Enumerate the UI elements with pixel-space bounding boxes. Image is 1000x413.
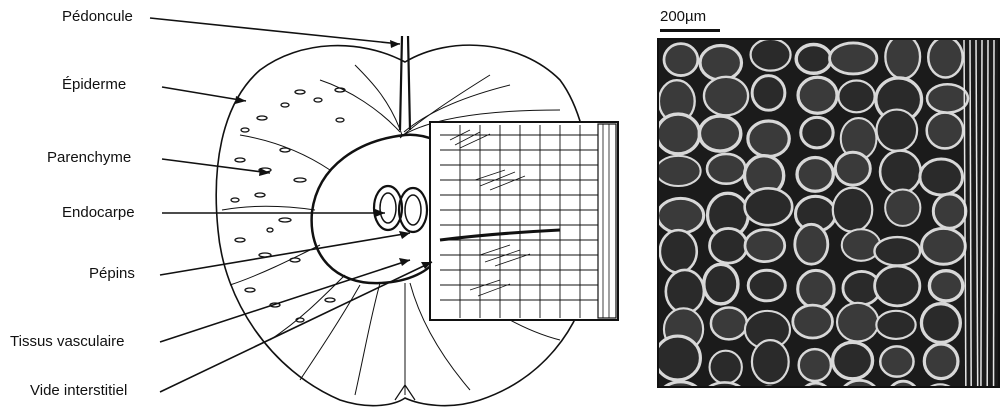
micrograph-cell <box>748 270 785 301</box>
micrograph-cell <box>659 336 700 380</box>
micrograph-cell <box>798 77 837 113</box>
micrograph-epidermis-line <box>987 40 988 388</box>
micrograph-cell <box>877 110 918 151</box>
micrograph-cell <box>880 346 913 376</box>
micrograph-cell <box>921 304 960 343</box>
micrograph-cell <box>875 266 920 306</box>
micrograph-cell <box>702 382 747 388</box>
micrograph-cell <box>751 40 791 71</box>
micrograph-cell <box>666 270 704 313</box>
arrowheads <box>235 40 432 269</box>
micrograph-cell <box>699 116 740 151</box>
apple-cross-section-diagram <box>0 0 640 413</box>
micrograph-cell <box>752 76 785 111</box>
micrograph-cell <box>745 230 785 262</box>
micrograph-cell <box>795 224 828 264</box>
micrograph-cell <box>745 188 793 225</box>
micrograph-cell <box>801 117 833 147</box>
micrograph-cell <box>833 188 872 232</box>
micrograph-cell <box>797 158 833 192</box>
micrograph-cell <box>660 230 697 273</box>
micrograph-cell <box>833 342 873 379</box>
micrograph-cell <box>927 113 963 149</box>
micrograph-cells <box>659 40 1000 388</box>
micrograph-cell <box>711 307 747 339</box>
micrograph-cell <box>830 43 877 74</box>
micrograph-cell <box>704 264 738 304</box>
scale-label: 200µm <box>660 8 706 25</box>
micrograph-cell <box>798 270 834 307</box>
micrograph-cell <box>920 159 963 195</box>
micrograph-cell <box>664 44 698 76</box>
micrograph-cell <box>929 271 962 301</box>
micrograph-cell <box>838 80 874 112</box>
stem <box>400 36 410 130</box>
micrograph-epidermis-line <box>970 40 971 388</box>
scale-bar <box>660 29 720 32</box>
micrograph-cell <box>752 387 786 388</box>
micrograph-cell <box>707 154 745 184</box>
micrograph-cell <box>840 380 878 388</box>
micrograph-cell <box>924 344 958 379</box>
micrograph-cell <box>659 198 704 233</box>
micrograph-cell <box>748 121 789 157</box>
micrograph-cell <box>835 152 870 185</box>
micrograph-cell <box>928 40 962 77</box>
micrograph-cell <box>837 303 878 342</box>
micrograph-epidermis-line <box>976 40 978 388</box>
micrograph-cell <box>921 384 960 388</box>
leader-lines <box>150 18 432 392</box>
micrograph-cell <box>710 351 742 384</box>
micrograph <box>657 38 1000 388</box>
tissue-inset <box>430 122 618 320</box>
micrograph-cell <box>659 156 701 186</box>
micrograph-cell <box>927 84 968 112</box>
micrograph-cell <box>922 228 966 264</box>
micrograph-cell <box>659 114 700 154</box>
micrograph-cell <box>880 151 921 193</box>
micrograph-cell <box>887 381 919 388</box>
micrograph-cell <box>798 383 833 388</box>
micrograph-cell <box>874 237 920 265</box>
micrograph-cell <box>659 382 704 388</box>
micrograph-cell <box>885 40 920 79</box>
micrograph-cell <box>710 228 748 263</box>
micrograph-cell <box>933 194 966 228</box>
micrograph-cell <box>876 311 915 339</box>
seeds <box>374 186 427 232</box>
micrograph-cell <box>752 340 789 383</box>
micrograph-cell <box>799 349 831 381</box>
micrograph-cell <box>885 189 920 225</box>
micrograph-cell <box>704 77 748 115</box>
micrograph-cell <box>700 46 741 81</box>
micrograph-cell <box>793 305 833 338</box>
micrograph-cell <box>796 44 831 73</box>
micrograph-epidermis-line <box>981 40 982 388</box>
